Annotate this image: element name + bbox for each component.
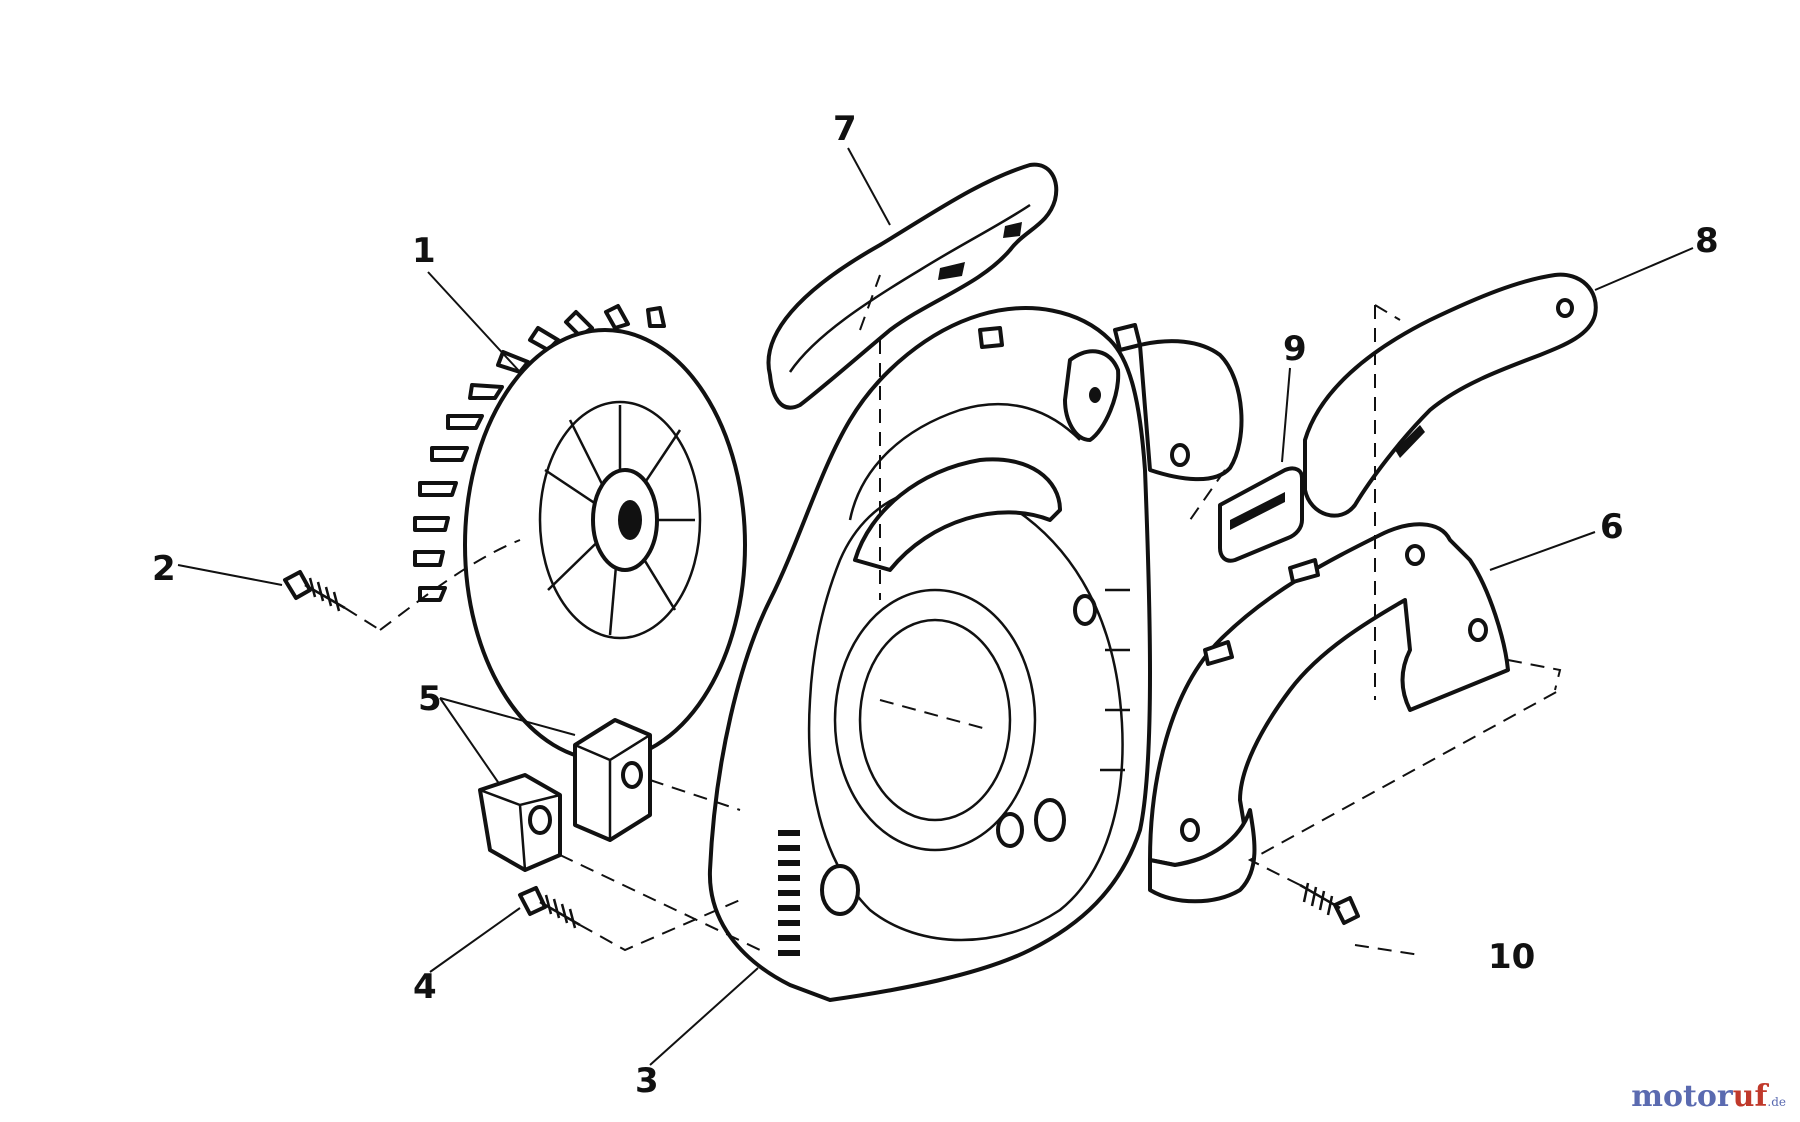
callout-1: 1 (412, 231, 436, 271)
handle-lower-half-part (1148, 522, 1510, 904)
callout-numbers: 1 2 3 4 5 6 7 8 9 10 (152, 109, 1719, 1101)
spacer-blocks-part (478, 718, 652, 872)
fan-bore (618, 500, 642, 540)
callout-6: 6 (1600, 507, 1624, 547)
handle-upper-half-part (1303, 272, 1598, 518)
housing-grille (778, 830, 800, 956)
callout-10: 10 (1488, 937, 1535, 977)
callout-2: 2 (152, 549, 176, 589)
watermark-logo: motoruf.de (1631, 1079, 1786, 1114)
housing-ribs (1100, 588, 1130, 772)
assembly-lines (344, 274, 1562, 956)
callout-9: 9 (1283, 329, 1307, 369)
watermark-accent: uf (1732, 1079, 1768, 1114)
screw-4-part (518, 886, 581, 929)
fan-housing-part (707, 306, 1244, 1002)
screw-2-part (283, 570, 346, 612)
leader-lines (177, 147, 1694, 1066)
screw-10-part (1299, 882, 1360, 925)
throttle-plate-part (1218, 466, 1304, 563)
fan-hub-ring (538, 400, 702, 640)
callout-7: 7 (833, 109, 857, 149)
handle-top-cover-part (766, 162, 1059, 410)
callout-5: 5 (418, 679, 442, 719)
callout-4: 4 (413, 967, 437, 1007)
housing-intake-ring (833, 588, 1037, 852)
callout-3: 3 (635, 1061, 659, 1101)
callout-8: 8 (1695, 221, 1719, 261)
watermark-suffix: .de (1767, 1095, 1786, 1109)
watermark-main: motor (1631, 1079, 1733, 1114)
fan-wheel-part (413, 304, 747, 762)
